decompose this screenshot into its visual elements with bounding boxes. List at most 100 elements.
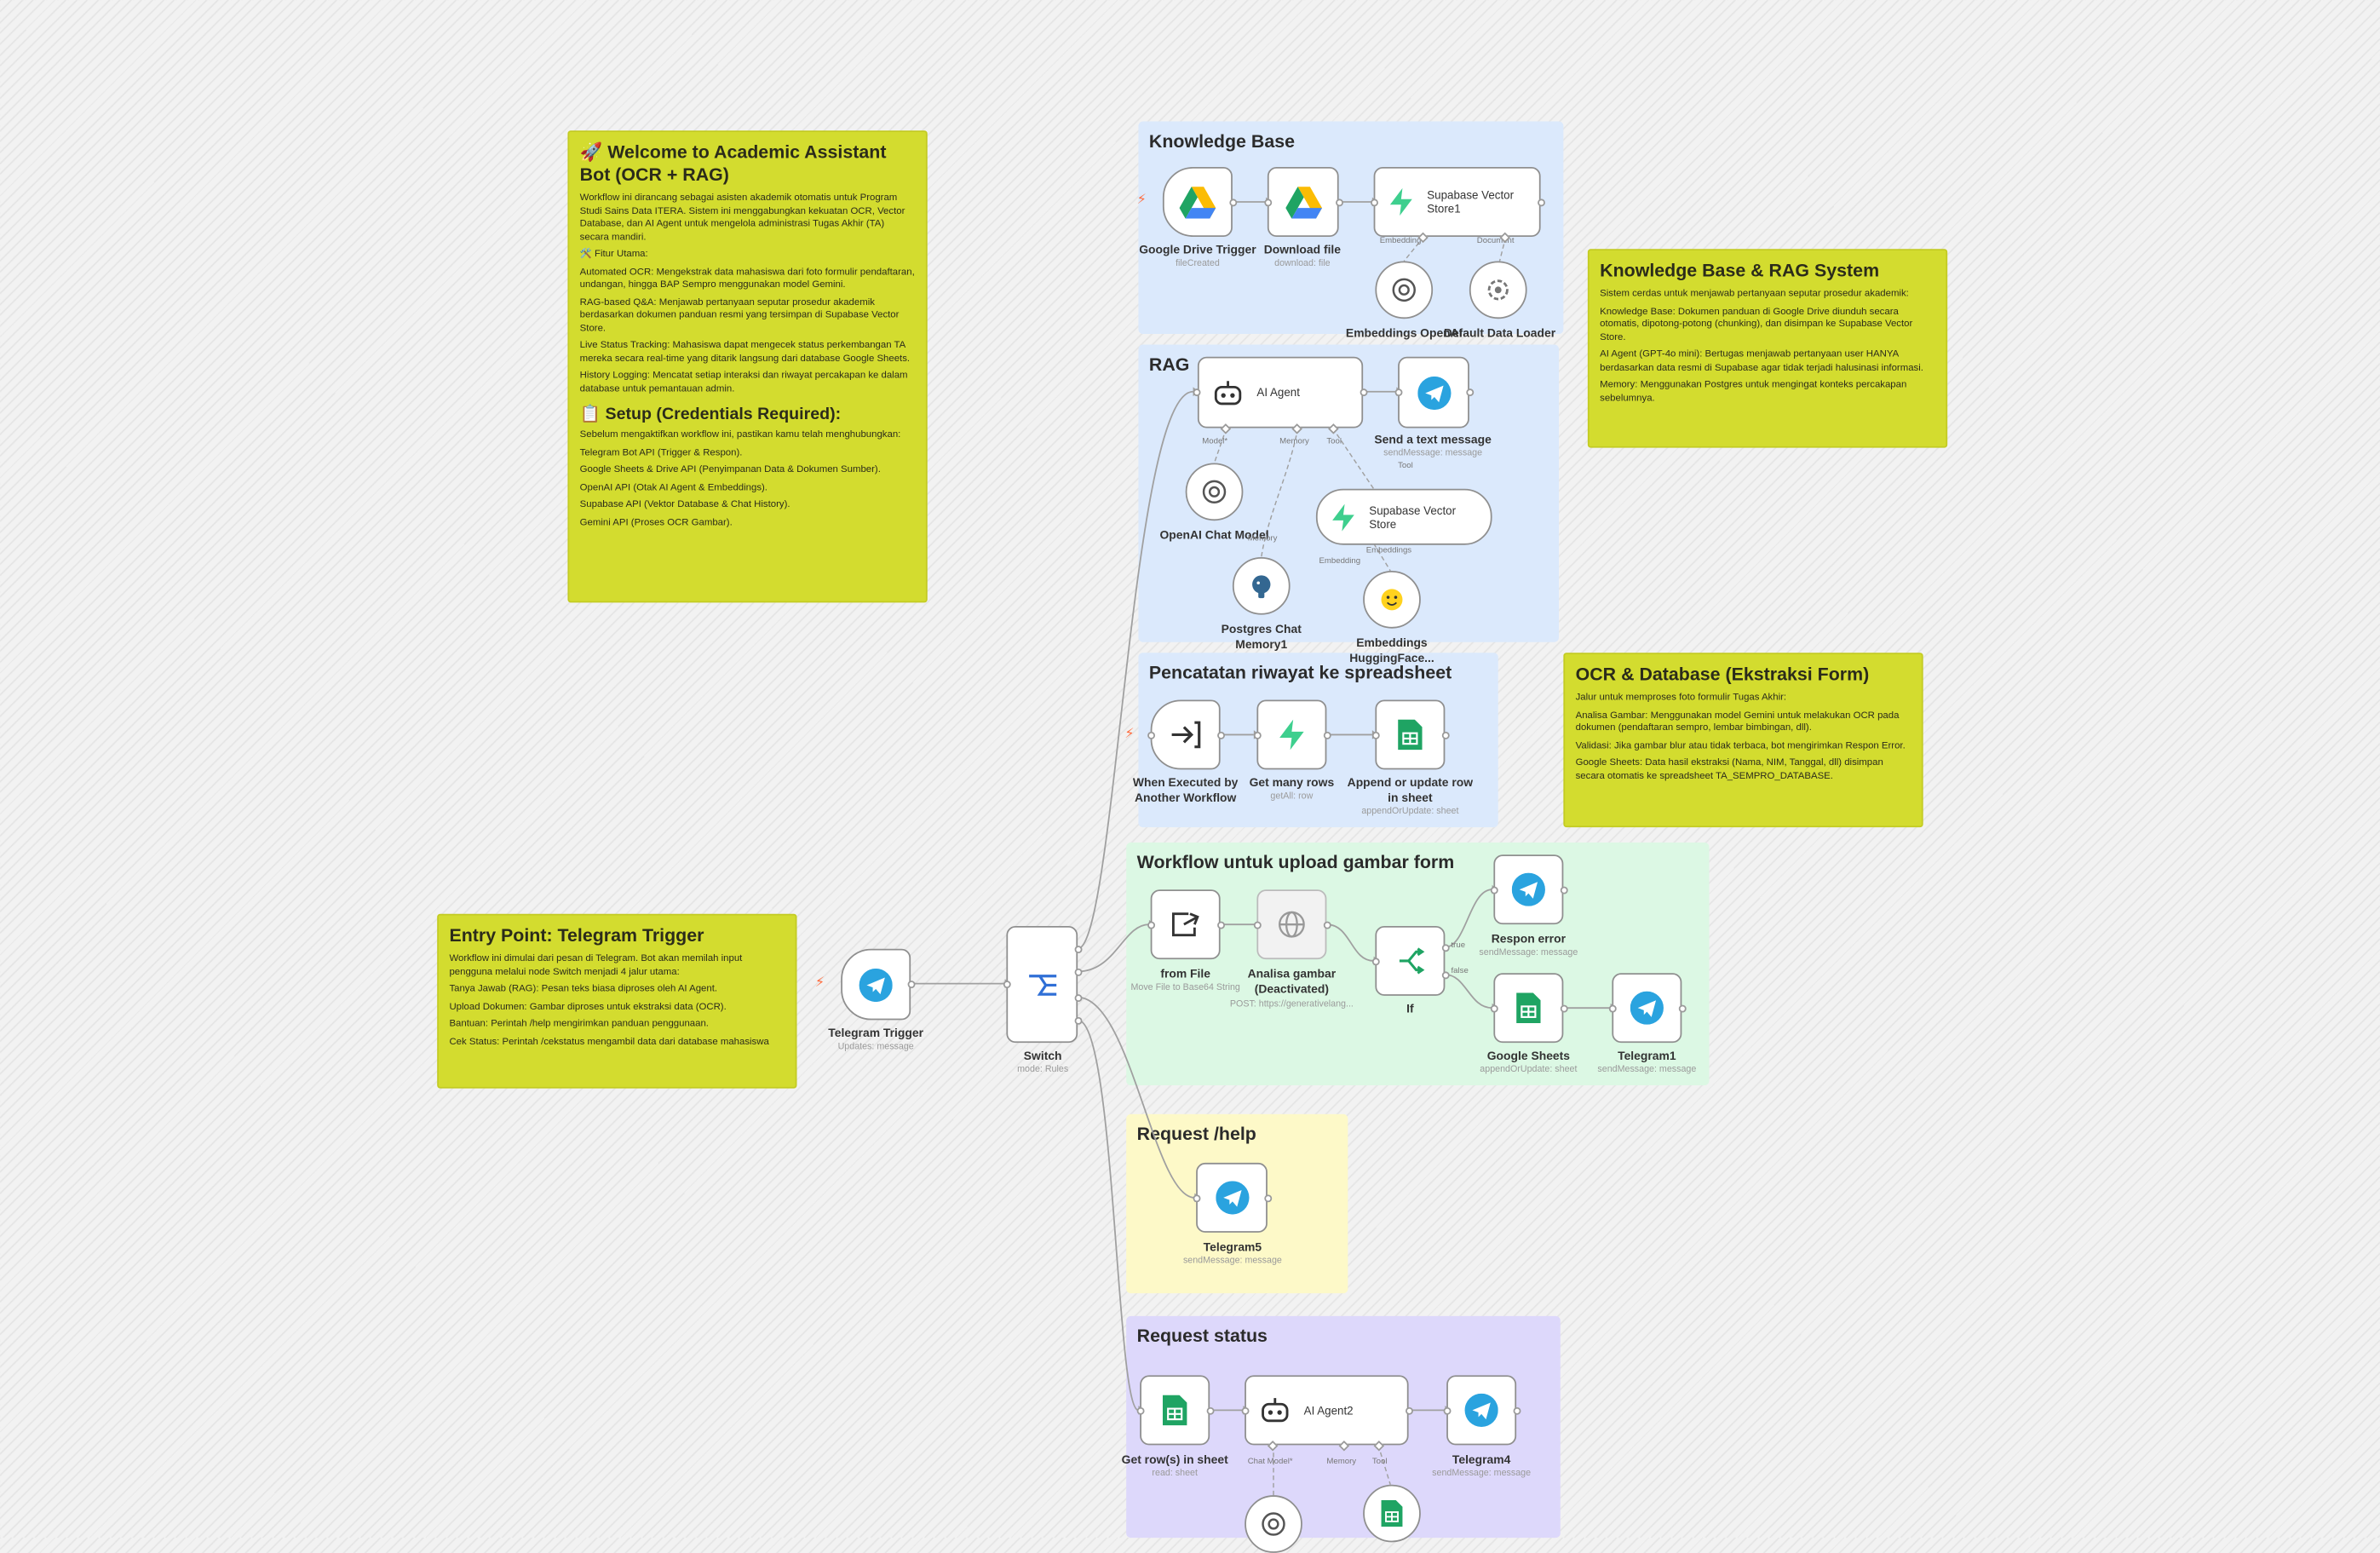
telegram-icon [859,967,893,1002]
node-telegram4[interactable] [1446,1375,1517,1446]
telegram-icon [1215,1181,1249,1215]
port-dot[interactable] [1241,1406,1250,1415]
port-dot[interactable] [1441,944,1450,952]
note-text: Workflow ini dimulai dari pesan di Teleg… [449,953,743,977]
port-dot[interactable] [1147,731,1156,739]
note-entry[interactable]: Entry Point: Telegram Trigger Workflow i… [437,913,797,1089]
note-kb-rag[interactable]: Knowledge Base & RAG System Sistem cerda… [1587,249,1948,448]
port-dot[interactable] [1217,731,1225,739]
port-dot[interactable] [1678,1004,1687,1013]
port-dot[interactable] [1074,968,1083,976]
note-text: Cek Status: Perintah /cekstatus mengambi… [449,1036,769,1047]
port-dot[interactable] [1193,1194,1201,1203]
node-respon-error[interactable] [1493,854,1564,925]
port-dot[interactable] [1560,886,1568,894]
port-dot[interactable] [1336,198,1343,207]
port-dot[interactable] [1560,1004,1568,1013]
node-analisa-gambar[interactable] [1256,889,1327,960]
node-if[interactable] [1375,925,1446,996]
port-dot[interactable] [1253,921,1262,929]
port-dot[interactable] [1136,1406,1145,1415]
port-dot[interactable] [1323,731,1331,739]
port-dot[interactable] [1323,921,1331,929]
port-dot[interactable] [1074,946,1083,954]
note-subtitle: 📋 Setup (Credentials Required): [579,405,842,424]
node-from-file[interactable] [1150,889,1221,960]
port-label: Memory [1247,534,1278,544]
node-status-sheets-tool[interactable] [1363,1484,1421,1543]
port-dot[interactable] [1538,198,1545,207]
node-telegram-trigger[interactable] [841,948,911,1021]
port-dot[interactable] [1441,731,1450,739]
subwire [1403,236,1424,262]
note-ocr[interactable]: OCR & Database (Ekstraksi Form) Jalur un… [1563,653,1923,828]
port-dot[interactable] [1371,731,1380,739]
note-text: Workflow ini dirancang sebagai asisten a… [579,193,905,243]
openai-icon [1202,480,1227,504]
node-when-executed[interactable] [1150,699,1221,770]
port-dot[interactable] [1406,1406,1413,1415]
port-dot[interactable] [1441,971,1450,980]
node-status-chat-model[interactable] [1245,1495,1302,1553]
port-dot[interactable] [1490,1004,1498,1013]
node-embeddings-openai[interactable] [1375,261,1434,319]
port-dot[interactable] [1264,1194,1273,1203]
port-dot[interactable] [1253,731,1262,739]
node-google-drive-trigger[interactable] [1162,167,1233,237]
node-supabase-vector-store[interactable]: Supabase Vector Store [1315,488,1492,545]
node-telegram5[interactable] [1196,1162,1268,1233]
node-send-text-message[interactable] [1398,356,1469,429]
port-dot[interactable] [1466,388,1475,397]
node-subtitle: Move File to Base64 String [1130,983,1240,993]
node-download-file[interactable] [1267,167,1339,237]
port-dot[interactable] [1513,1406,1521,1415]
node-get-rows-in-sheet[interactable] [1140,1375,1210,1446]
port-dot[interactable] [1074,994,1083,1003]
port-dot[interactable] [1490,886,1498,894]
node-google-sheets[interactable] [1493,973,1564,1044]
port-dot[interactable] [1360,388,1368,397]
node-get-many-rows[interactable] [1256,699,1327,770]
node-ai-agent2[interactable]: AI Agent2 [1245,1375,1409,1446]
node-append-row[interactable] [1375,699,1446,770]
node-label: Postgres Chat Memory1 [1221,622,1302,651]
node-ai-agent[interactable]: AI Agent [1197,356,1364,429]
port-dot[interactable] [1074,1016,1083,1025]
port-dot[interactable] [1193,388,1201,397]
node-openai-chat-model[interactable] [1185,463,1244,521]
note-text: Jalur untuk memproses foto formulir Tuga… [1575,692,1787,704]
port-dot[interactable] [1206,1406,1215,1415]
port-dot[interactable] [1371,958,1380,966]
port-dot[interactable] [1217,921,1225,929]
note-text: Sebelum mengaktifkan workflow ini, pasti… [579,429,901,440]
port-dot[interactable] [1608,1004,1617,1013]
node-switch[interactable] [1006,925,1078,1044]
google-drive-icon [1179,186,1216,218]
wire [1326,923,1374,962]
node-label: Get row(s) in sheet [1121,1452,1228,1467]
node-embeddings-huggingface[interactable] [1363,570,1421,629]
port-label: Embedding [1379,236,1422,246]
port-dot[interactable] [1371,198,1378,207]
port-dot[interactable] [1147,921,1156,929]
note-welcome[interactable]: 🚀 Welcome to Academic Assistant Bot (OCR… [567,130,928,603]
node-label: When Executed by Another Workflow [1132,775,1239,804]
if-branch-icon [1399,947,1425,975]
port-dot[interactable] [1229,198,1238,207]
port-dot[interactable] [1003,981,1011,989]
note-text: AI Agent (GPT-4o mini): Bertugas menjawa… [1600,348,1923,373]
node-postgres-chat-memory[interactable] [1232,556,1291,615]
port-dot[interactable] [907,981,916,989]
node-telegram1[interactable] [1612,973,1682,1044]
node-subtitle: POST: https://generativelang... [1229,1000,1354,1009]
port-dot[interactable] [1394,388,1403,397]
port-dot[interactable] [1443,1406,1452,1415]
node-label: Telegram Trigger [828,1026,924,1040]
node-default-data-loader[interactable] [1469,261,1527,319]
node-label: Default Data Loader [1443,326,1556,341]
node-supabase-vector-store1[interactable]: Supabase Vector Store1 [1373,167,1541,237]
port-label: Tool [1326,437,1342,446]
port-dot[interactable] [1264,198,1273,207]
node-subtitle: fileCreated [1176,259,1220,269]
